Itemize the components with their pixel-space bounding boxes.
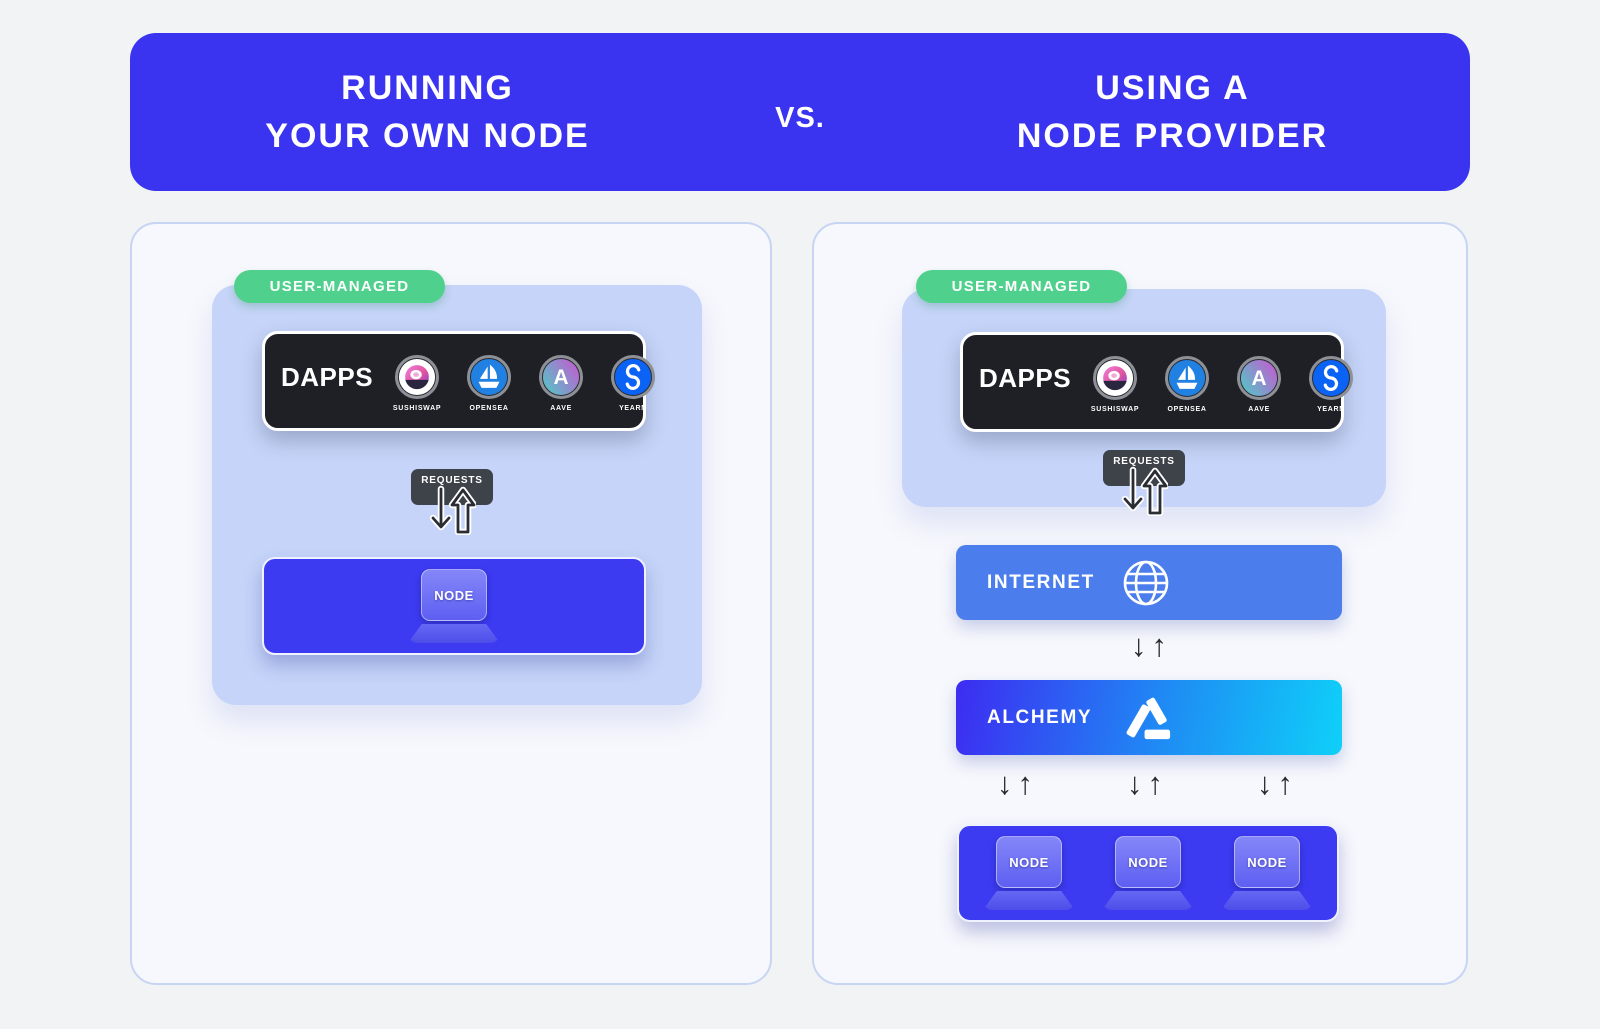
aave-icon: A — [539, 354, 584, 399]
left-title-line2: YOUR OWN NODE — [265, 117, 590, 155]
laptop-icon: NODE — [981, 836, 1077, 910]
requests-label: REQUESTS — [1113, 456, 1175, 467]
laptop-screen: NODE — [421, 569, 487, 621]
dapps-bar: DAPPS SUSHISWAP — [262, 331, 656, 431]
laptop-screen: NODE — [1115, 836, 1181, 888]
sushiswap-icon — [1093, 355, 1138, 400]
exchange-arrows: ↓ ↑ — [1131, 624, 1167, 668]
exchange-arrows: ↓ ↑ — [1127, 762, 1163, 806]
laptop-screen: NODE — [1234, 836, 1300, 888]
node-label: NODE — [1009, 854, 1049, 870]
requests-arrows-icon — [1121, 466, 1168, 516]
laptop-base — [1221, 891, 1313, 910]
alchemy-logo-icon — [1126, 697, 1171, 739]
dapps-label: DAPPS — [281, 361, 374, 392]
comparison-header: RUNNING YOUR OWN NODE VS. USING A NODE P… — [130, 33, 1470, 191]
node-label: NODE — [1128, 854, 1168, 870]
dapps-bar: DAPPS SUSHISWAP — [960, 332, 1354, 432]
aave-icon: A — [1237, 355, 1282, 400]
dapp-opensea: OPENSEA — [1151, 355, 1223, 413]
arrow-down-icon: ↓ — [1257, 766, 1273, 801]
opensea-icon — [1165, 355, 1210, 400]
dapp-label: SUSHISWAP — [392, 404, 442, 412]
dapp-label: AAVE — [550, 404, 572, 412]
requests-arrows-icon — [429, 485, 476, 535]
laptop-base — [1102, 891, 1194, 910]
svg-text:A: A — [1252, 367, 1267, 390]
laptop-base — [983, 891, 1075, 910]
dapp-yearn: YEARN — [1295, 355, 1367, 413]
laptop-base — [408, 624, 500, 643]
requests-badge: REQUESTS — [411, 469, 493, 535]
laptop-icon: NODE — [406, 569, 502, 643]
user-managed-badge: USER-MANAGED — [234, 270, 445, 303]
node-label: NODE — [434, 587, 474, 603]
provider-nodes-box: NODE NODE NODE — [957, 824, 1339, 922]
dapps-icons-row: SUSHISWAP OPENSEA — [381, 354, 669, 412]
vs-label: VS. — [775, 101, 825, 134]
left-title-line1: RUNNING — [341, 68, 514, 107]
yearn-icon — [1309, 355, 1354, 400]
dapp-label: YEARN — [1317, 405, 1346, 413]
dapp-label: SUSHISWAP — [1090, 405, 1140, 413]
requests-badge: REQUESTS — [1103, 450, 1185, 516]
dapps-icons-row: SUSHISWAP OPENSEA A — [1079, 355, 1367, 413]
dapp-yearn: YEARN — [597, 354, 669, 412]
alchemy-label: ALCHEMY — [987, 706, 1093, 728]
dapp-label: AAVE — [1248, 405, 1270, 413]
right-header-title: USING A NODE PROVIDER — [875, 64, 1470, 161]
laptop-screen: NODE — [996, 836, 1062, 888]
right-title-line2: NODE PROVIDER — [1016, 117, 1329, 155]
dapp-aave: A AAVE — [1223, 355, 1295, 413]
arrow-up-icon: ↑ — [1277, 766, 1294, 801]
dapp-label: YEARN — [619, 404, 648, 412]
own-node-panel: USER-MANAGED DAPPS SUSHISW — [130, 222, 772, 985]
internet-label: INTERNET — [987, 571, 1095, 593]
arrow-up-icon: ↑ — [1017, 766, 1034, 801]
exchange-arrows: ↓ ↑ — [997, 762, 1033, 806]
node-label: NODE — [1247, 854, 1287, 870]
globe-icon — [1123, 560, 1169, 605]
dapps-label: DAPPS — [979, 362, 1072, 393]
own-node-box: NODE — [262, 557, 646, 655]
arrow-down-icon: ↓ — [1131, 628, 1147, 663]
right-title-line1: USING A — [1095, 68, 1250, 107]
opensea-icon — [467, 354, 512, 399]
internet-bar: INTERNET — [956, 545, 1342, 620]
svg-text:A: A — [554, 366, 569, 389]
sushiswap-icon — [395, 354, 440, 399]
requests-label: REQUESTS — [421, 475, 483, 486]
user-managed-badge: USER-MANAGED — [916, 270, 1127, 303]
left-header-title: RUNNING YOUR OWN NODE — [130, 64, 725, 161]
yearn-icon — [611, 354, 656, 399]
alchemy-bar: ALCHEMY — [956, 680, 1342, 755]
arrow-down-icon: ↓ — [1127, 766, 1143, 801]
arrow-up-icon: ↑ — [1147, 766, 1164, 801]
node-provider-panel: USER-MANAGED DAPPS SUSHISWAP — [812, 222, 1468, 985]
laptop-icon: NODE — [1100, 836, 1196, 910]
dapp-sushiswap: SUSHISWAP — [381, 354, 453, 412]
arrow-up-icon: ↑ — [1151, 628, 1168, 663]
exchange-arrows: ↓ ↑ — [1257, 762, 1293, 806]
laptop-icon: NODE — [1219, 836, 1315, 910]
dapp-sushiswap: SUSHISWAP — [1079, 355, 1151, 413]
dapp-aave: A AAVE — [525, 354, 597, 412]
dapp-label: OPENSEA — [1167, 405, 1207, 413]
dapp-opensea: OPENSEA — [453, 354, 525, 412]
arrow-down-icon: ↓ — [997, 766, 1013, 801]
dapp-label: OPENSEA — [469, 404, 509, 412]
